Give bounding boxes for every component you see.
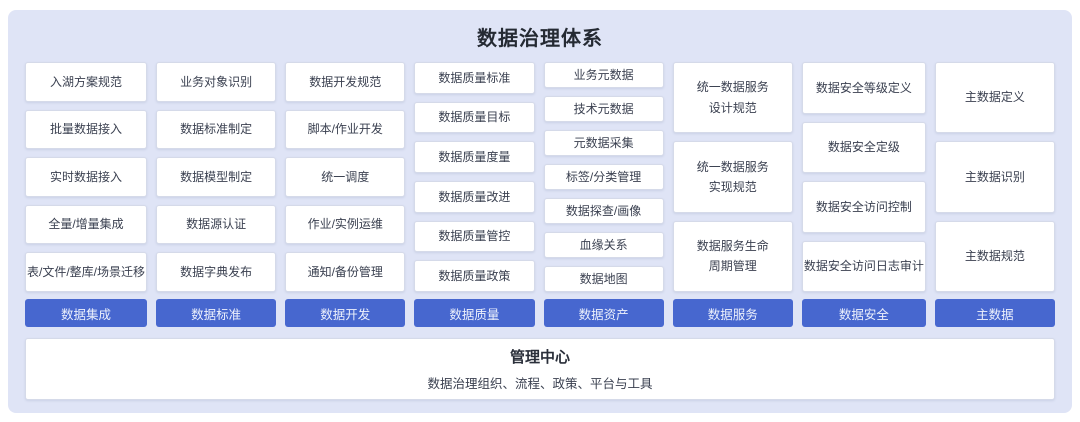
capability-box: 数据质量标准	[414, 62, 535, 94]
capability-box: 标签/分类管理	[543, 164, 664, 190]
capability-box: 统一数据服务 实现规范	[672, 141, 793, 213]
capability-box: 通知/备份管理	[285, 252, 406, 292]
category-column-data-standards: 业务对象识别数据标准制定数据模型制定数据源认证数据字典发布数据标准	[156, 62, 277, 327]
capability-box: 表/文件/整库/场景迁移	[25, 252, 148, 292]
category-column-master-data: 主数据定义主数据识别主数据规范主数据	[934, 62, 1055, 327]
capability-box: 数据安全访问日志审计	[801, 240, 926, 292]
category-button-master-data[interactable]: 主数据	[934, 299, 1055, 327]
capability-box: 实时数据接入	[25, 157, 148, 197]
capability-box: 主数据识别	[934, 141, 1055, 213]
category-button-data-services[interactable]: 数据服务	[672, 299, 793, 327]
capability-box: 业务对象识别	[156, 62, 277, 102]
category-button-data-security[interactable]: 数据安全	[801, 299, 926, 327]
capability-box: 统一数据服务 设计规范	[672, 62, 793, 134]
capability-box-list: 业务对象识别数据标准制定数据模型制定数据源认证数据字典发布	[156, 62, 277, 292]
category-button-data-quality[interactable]: 数据质量	[414, 299, 535, 327]
capability-box-list: 业务元数据技术元数据元数据采集标签/分类管理数据探查/画像血缘关系数据地图	[543, 62, 664, 292]
data-governance-panel: 数据治理体系 入湖方案规范批量数据接入实时数据接入全量/增量集成表/文件/整库/…	[8, 10, 1072, 413]
capability-box: 数据质量度量	[414, 141, 535, 174]
capability-box: 主数据规范	[934, 220, 1055, 292]
capability-box: 技术元数据	[543, 96, 664, 122]
category-button-data-integration[interactable]: 数据集成	[25, 299, 148, 327]
capability-box: 数据质量目标	[414, 101, 535, 134]
capability-grid: 入湖方案规范批量数据接入实时数据接入全量/增量集成表/文件/整库/场景迁移数据集…	[25, 62, 1055, 327]
capability-box: 数据质量改进	[414, 181, 535, 213]
management-center-title: 管理中心	[509, 349, 570, 366]
capability-box: 数据安全等级定义	[801, 62, 926, 114]
capability-box: 元数据采集	[543, 130, 664, 156]
capability-box: 数据安全访问控制	[801, 181, 926, 233]
capability-box: 数据源认证	[156, 204, 277, 245]
capability-box-list: 数据安全等级定义数据安全定级数据安全访问控制数据安全访问日志审计	[801, 62, 926, 292]
capability-box: 数据标准制定	[156, 109, 277, 150]
category-button-data-assets[interactable]: 数据资产	[543, 299, 664, 327]
capability-box: 数据模型制定	[156, 157, 277, 197]
category-column-data-security: 数据安全等级定义数据安全定级数据安全访问控制数据安全访问日志审计数据安全	[801, 62, 926, 327]
capability-box: 全量/增量集成	[25, 204, 148, 245]
capability-box: 数据质量管控	[414, 220, 535, 253]
management-center-subtitle: 数据治理组织、流程、政策、平台与工具	[427, 377, 653, 391]
category-column-data-integration: 入湖方案规范批量数据接入实时数据接入全量/增量集成表/文件/整库/场景迁移数据集…	[25, 62, 148, 327]
category-column-data-assets: 业务元数据技术元数据元数据采集标签/分类管理数据探查/画像血缘关系数据地图数据资…	[543, 62, 664, 327]
capability-box-list: 入湖方案规范批量数据接入实时数据接入全量/增量集成表/文件/整库/场景迁移	[25, 62, 148, 292]
capability-box: 数据字典发布	[156, 252, 277, 292]
capability-box: 主数据定义	[934, 62, 1055, 134]
category-button-data-standards[interactable]: 数据标准	[156, 299, 277, 327]
page-title: 数据治理体系	[477, 28, 603, 50]
capability-box-list: 主数据定义主数据识别主数据规范	[934, 62, 1055, 292]
capability-box-list: 数据开发规范脚本/作业开发统一调度作业/实例运维通知/备份管理	[285, 62, 406, 292]
capability-box: 作业/实例运维	[285, 204, 406, 245]
capability-box-list: 统一数据服务 设计规范统一数据服务 实现规范数据服务生命 周期管理	[672, 62, 793, 292]
category-column-data-services: 统一数据服务 设计规范统一数据服务 实现规范数据服务生命 周期管理数据服务	[672, 62, 793, 327]
capability-box: 批量数据接入	[25, 109, 148, 150]
capability-box: 数据质量政策	[414, 260, 535, 293]
capability-box: 脚本/作业开发	[285, 109, 406, 150]
capability-box: 数据探查/画像	[543, 198, 664, 224]
capability-box: 入湖方案规范	[25, 62, 148, 102]
management-center: 管理中心 数据治理组织、流程、政策、平台与工具	[25, 338, 1055, 400]
capability-box: 数据服务生命 周期管理	[672, 220, 793, 292]
capability-box: 业务元数据	[543, 62, 664, 88]
category-button-data-development[interactable]: 数据开发	[285, 299, 406, 327]
category-column-data-quality: 数据质量标准数据质量目标数据质量度量数据质量改进数据质量管控数据质量政策数据质量	[414, 62, 535, 327]
category-column-data-development: 数据开发规范脚本/作业开发统一调度作业/实例运维通知/备份管理数据开发	[285, 62, 406, 327]
capability-box: 血缘关系	[543, 232, 664, 258]
capability-box-list: 数据质量标准数据质量目标数据质量度量数据质量改进数据质量管控数据质量政策	[414, 62, 535, 293]
capability-box: 数据安全定级	[801, 121, 926, 173]
capability-box: 数据开发规范	[285, 62, 406, 102]
capability-box: 数据地图	[543, 266, 664, 292]
capability-box: 统一调度	[285, 157, 406, 197]
